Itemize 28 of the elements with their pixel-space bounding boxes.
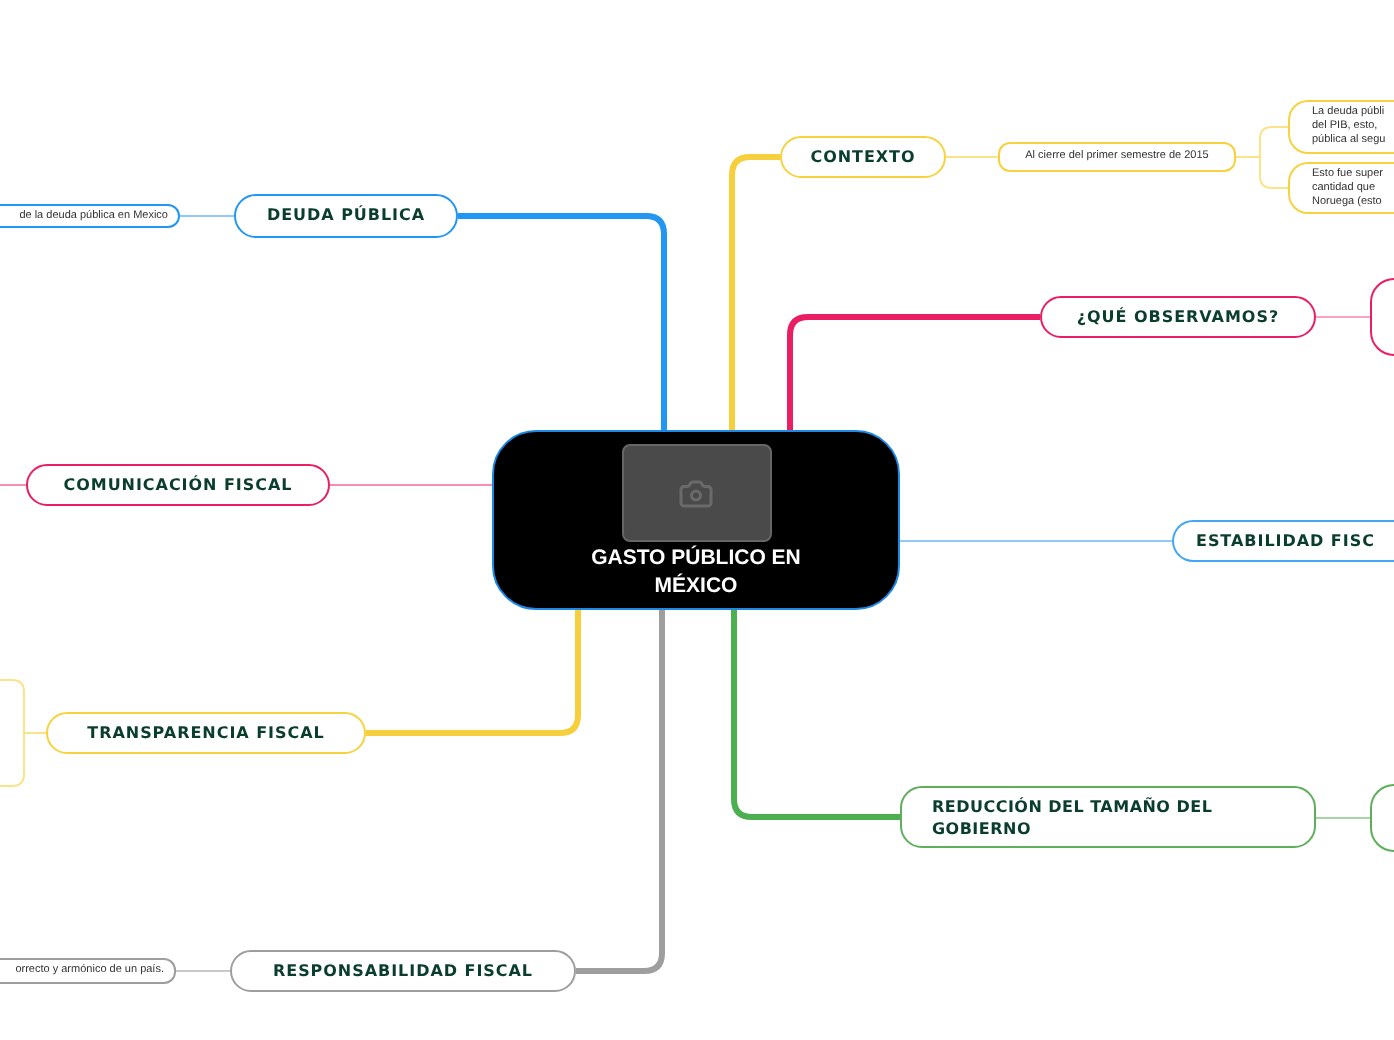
connector-line (366, 610, 581, 736)
connector-line (0, 484, 27, 486)
node-outline (1370, 784, 1394, 852)
topic-box: REDUCCIÓN DEL TAMAÑO DEL GOBIERNO (900, 786, 1316, 848)
connector-line (576, 610, 665, 974)
connector-line (1315, 316, 1371, 318)
connector-line (175, 970, 231, 972)
connector-line (945, 156, 999, 158)
connector-line (1235, 156, 1289, 189)
connector-line (899, 540, 1173, 542)
connector-line (179, 215, 235, 217)
node-outline (1370, 278, 1394, 356)
connector-line (1315, 817, 1371, 819)
topic-pill: ¿QUÉ OBSERVAMOS? (1040, 296, 1316, 338)
topic-pill: CONTEXTO (780, 136, 946, 178)
central-topic-box (492, 430, 900, 610)
topic-pill: TRANSPARENCIA FISCAL (46, 712, 366, 754)
connector-line (731, 610, 900, 820)
topic-pill: COMUNICACIÓN FISCAL (26, 464, 330, 506)
connector-line (329, 484, 493, 486)
connector-line (787, 314, 1040, 430)
connector-line (729, 154, 780, 430)
connector-line (0, 732, 47, 787)
topic-pill: DEUDA PÚBLICA (234, 194, 458, 238)
topic-pill: ESTABILIDAD FISC (1172, 520, 1394, 562)
topic-pill: RESPONSABILIDAD FISCAL (230, 950, 576, 992)
connector-line (458, 213, 667, 430)
central-topic-title: GASTO PÚBLICO EN MÉXICO (589, 544, 803, 600)
